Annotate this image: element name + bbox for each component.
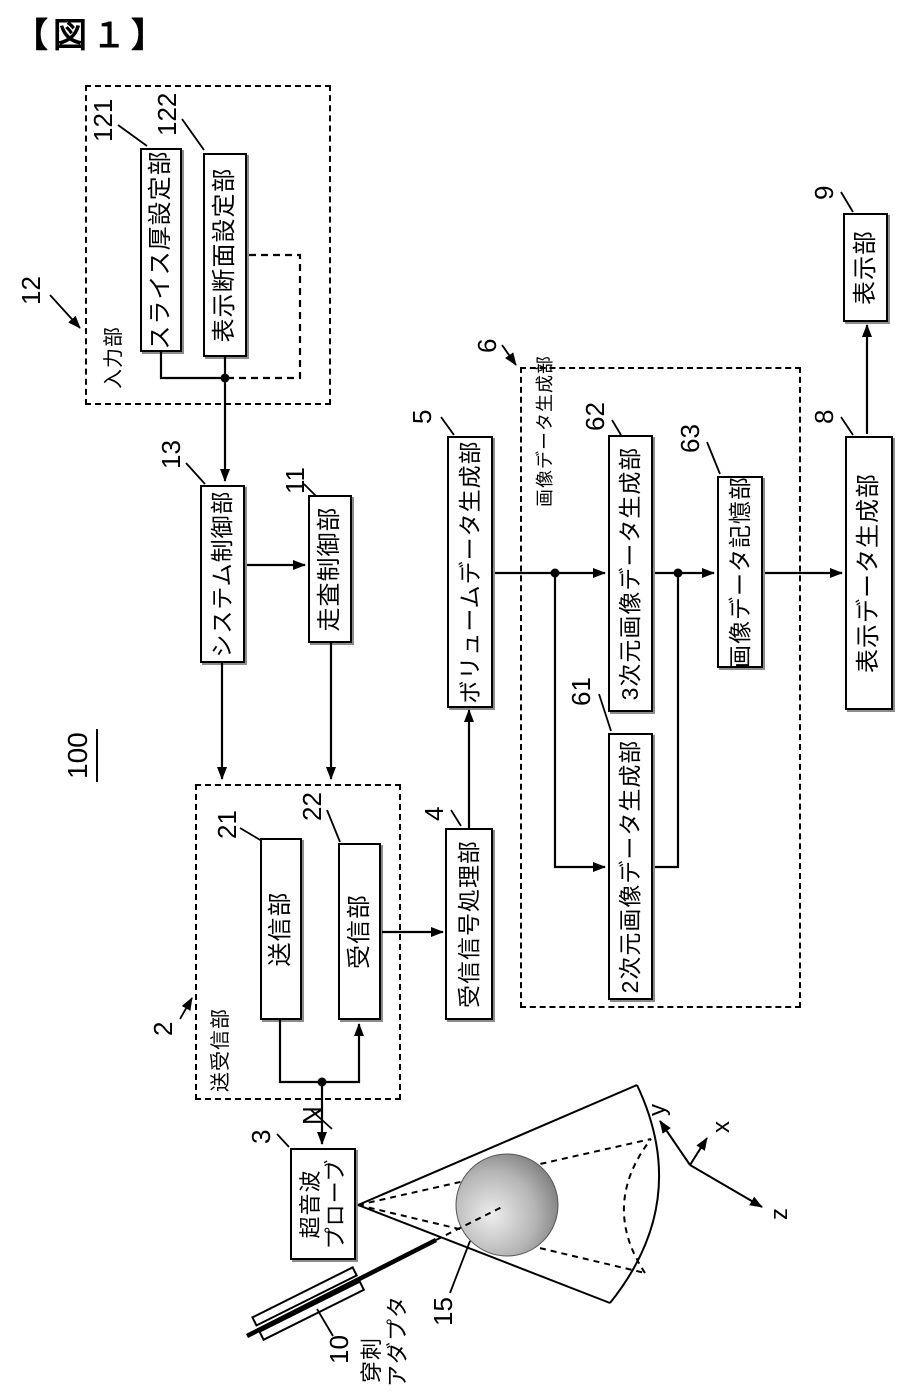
- axis-label-z: z: [766, 1208, 793, 1220]
- ref-6: 6: [472, 338, 502, 353]
- block-display-data-generation: 表示データ生成部: [845, 436, 893, 710]
- block-display-section-setting: 表示断面設定部: [203, 153, 247, 357]
- scan-volume-graphic: [357, 1084, 660, 1304]
- ref-13: 13: [156, 440, 186, 469]
- ref-9: 9: [809, 185, 839, 200]
- block-display: 表示部: [843, 213, 888, 322]
- block-volume-data-generation: ボリュームデータ生成部: [447, 436, 493, 708]
- figure-caption: 【図１】: [14, 17, 170, 55]
- ref-channel-n: N: [297, 1106, 327, 1125]
- ref-8: 8: [809, 409, 839, 424]
- adapter-graphic: [251, 1266, 366, 1342]
- ref-12: 12: [16, 276, 46, 305]
- ref-22: 22: [297, 792, 327, 821]
- leader-lines: [49, 118, 854, 1337]
- axis-label-y: y: [644, 1104, 671, 1116]
- ref-4: 4: [419, 806, 449, 821]
- ref-10: 10: [324, 1335, 354, 1364]
- block-system-control: システム制御部: [200, 485, 245, 663]
- block-3d-image-data-generation: 3次元画像データ生成部: [608, 435, 653, 712]
- ref-5: 5: [407, 409, 437, 424]
- ref-2: 2: [148, 1021, 178, 1036]
- ref-15: 15: [428, 1297, 458, 1326]
- label-adapter-line2: アダプタ: [385, 1294, 410, 1387]
- connector-lines: [159, 253, 872, 1145]
- ref-61: 61: [566, 677, 596, 706]
- block-rx-signal-processing: 受信信号処理部: [445, 828, 493, 1020]
- block-slice-thickness-setting: スライス厚設定部: [140, 148, 182, 352]
- block-2d-image-data-generation: 2次元画像データ生成部: [608, 733, 653, 1000]
- ref-3: 3: [246, 1129, 276, 1144]
- label-txrx-unit: 送受信部: [210, 1008, 232, 1092]
- ref-121: 121: [88, 98, 118, 142]
- label-input-unit: 入力部: [103, 326, 125, 389]
- block-ultrasound-probe: 超音波 プローブ: [290, 1148, 356, 1260]
- ref-11: 11: [280, 467, 310, 494]
- axis-label-x: x: [708, 1121, 735, 1133]
- block-receive: 受信部: [338, 843, 381, 1020]
- junction-dots: [220, 373, 683, 1087]
- ref-21: 21: [212, 810, 242, 839]
- probe-label-line2: プローブ: [323, 1158, 348, 1250]
- target-sphere-graphic: [455, 1153, 559, 1257]
- block-transmit: 送信部: [260, 838, 302, 1020]
- label-image-data-generation-unit: 画像データ生成部: [535, 355, 555, 507]
- ref-100-system: 100: [62, 729, 98, 782]
- axes-arrows: [659, 1120, 763, 1208]
- probe-label-line1: 超音波: [297, 1169, 323, 1239]
- ref-63: 63: [675, 424, 705, 453]
- ref-122: 122: [152, 92, 182, 136]
- block-scan-control: 走査制御部: [308, 495, 352, 643]
- ref-62: 62: [580, 402, 610, 431]
- block-image-data-storage: 画像データ記憶部: [717, 476, 763, 668]
